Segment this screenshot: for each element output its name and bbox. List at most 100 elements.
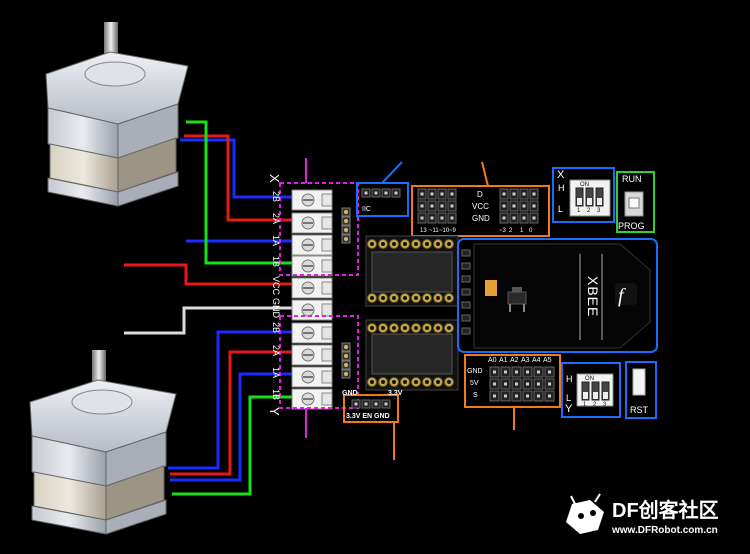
header-pin — [522, 366, 533, 378]
digital-pin-number: 1 — [520, 228, 524, 234]
header-pin — [511, 390, 522, 402]
analog-pin-label: A4 — [532, 357, 541, 364]
capacitor — [485, 280, 497, 296]
header-pin — [381, 188, 391, 198]
header-pin — [544, 390, 555, 402]
digital-pointer — [481, 161, 489, 187]
dip-y-keys — [581, 381, 610, 401]
motor-x-terminal-box — [279, 182, 359, 276]
header-pin — [361, 188, 371, 198]
terminal-pin-label: 2A — [271, 213, 281, 225]
terminal-block — [291, 277, 333, 299]
jumper-pin — [341, 216, 351, 226]
header-pin — [511, 366, 522, 378]
header-pin — [427, 212, 437, 224]
watermark-brand: DF创客社区 — [612, 500, 719, 522]
analog-pin-label: A3 — [521, 357, 530, 364]
driver-socket-pins — [367, 239, 454, 387]
dip-y-box — [561, 362, 621, 418]
stepper-motor-y — [29, 350, 177, 535]
run-label: RUN — [622, 174, 642, 184]
digital-pin-number: ~3 — [499, 228, 506, 234]
terminal-pin-label: 2A — [271, 345, 281, 357]
rst-label: RST — [630, 405, 648, 415]
analog-pin-label: A5 — [543, 357, 552, 364]
dip-y-high-label: H — [566, 374, 573, 384]
dip-number: 3 — [597, 208, 601, 214]
digital-label-d: D — [477, 190, 483, 199]
header-pin — [544, 378, 555, 390]
header-pin — [500, 390, 511, 402]
dip-x-low-label: L — [558, 204, 564, 214]
iic-pins — [361, 188, 401, 198]
rst-button — [632, 368, 646, 396]
dip-number: 1 — [583, 402, 587, 408]
jumper-pin — [341, 342, 351, 352]
wires-motor-y — [168, 330, 296, 496]
motor-y-terminal-box — [279, 315, 359, 409]
dip-y-on-label: ON — [585, 376, 594, 382]
header-pin — [509, 188, 519, 200]
terminal-block — [291, 366, 333, 388]
digital-pin-number: 2 — [509, 228, 513, 234]
digital-pin-number: ~9 — [449, 228, 456, 234]
terminal-pin-label: GND — [271, 298, 281, 318]
jumper-pin — [341, 360, 351, 370]
header-pin — [500, 378, 511, 390]
header-pin — [529, 188, 539, 200]
dip-x-box — [552, 167, 615, 223]
terminal-pin-label: 2B — [271, 191, 281, 203]
jumper-pin — [341, 225, 351, 235]
digital-pin-number: 0 — [529, 228, 533, 234]
power-header-box — [343, 394, 399, 423]
watermark-url: www.DFRobot.com.cn — [612, 525, 718, 536]
header-pin — [499, 200, 509, 212]
driver-chip-top — [371, 251, 453, 293]
xbee-module — [473, 243, 651, 349]
header-pin — [391, 188, 401, 198]
analog-pin-label: A2 — [510, 357, 519, 364]
header-pin — [500, 366, 511, 378]
digital-header-box — [411, 185, 550, 237]
digital-pin-number: ~10 — [439, 228, 450, 234]
iic-pointer — [381, 161, 403, 184]
header-pin — [447, 188, 457, 200]
header-pin — [371, 188, 381, 198]
jumper-pin — [341, 351, 351, 361]
jumper-pin — [341, 207, 351, 217]
terminal-pin-label: 1A — [271, 367, 281, 379]
digital-header-pins — [417, 188, 539, 224]
board-logo: f — [615, 283, 637, 307]
terminal-block — [291, 189, 333, 211]
xbee-pins — [461, 249, 471, 335]
terminal-block — [291, 234, 333, 256]
dip-x-on-label: ON — [580, 182, 589, 188]
run-prog-knob — [628, 197, 640, 209]
dip-number: 2 — [587, 208, 591, 214]
header-pin — [533, 390, 544, 402]
screw-terminals — [291, 189, 333, 410]
analog-header-box — [464, 354, 561, 408]
header-pin — [499, 188, 509, 200]
motor-x-label: X — [267, 174, 282, 183]
driver-chip-bottom — [371, 333, 453, 375]
header-pin — [529, 212, 539, 224]
header-pin — [522, 378, 533, 390]
header-pin — [489, 378, 500, 390]
dip-x-keys — [575, 187, 604, 207]
header-pin — [437, 200, 447, 212]
terminal-block — [291, 255, 333, 277]
header-pin — [417, 212, 427, 224]
analog-row-gnd: GND — [467, 368, 483, 375]
xbee-box — [457, 238, 658, 353]
board: f — [343, 161, 658, 460]
analog-pin-label: A0 — [488, 357, 497, 364]
dip-number: 2 — [593, 402, 597, 408]
header-pin — [417, 200, 427, 212]
terminal-block — [291, 344, 333, 366]
header-pin — [361, 399, 371, 409]
header-pin — [437, 188, 447, 200]
terminal-pin-label: 1A — [271, 235, 281, 247]
header-pin — [511, 378, 522, 390]
